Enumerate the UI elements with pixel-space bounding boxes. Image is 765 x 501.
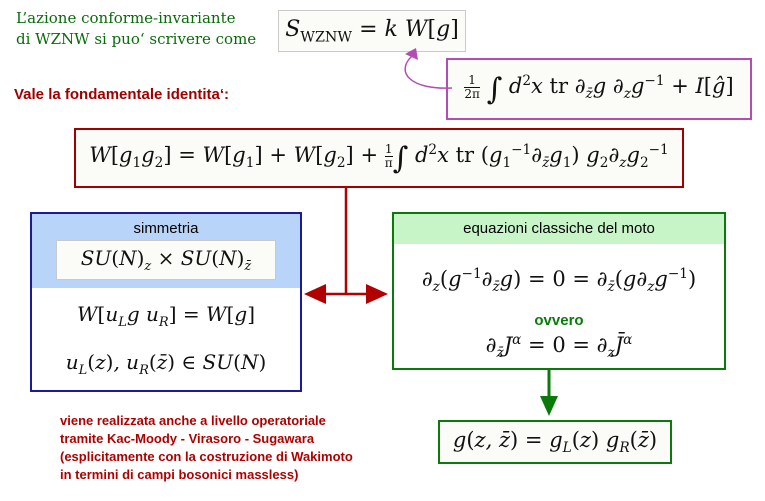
equations-box: equazioni classiche del moto ∂z(g−1∂z̄g)…	[392, 212, 726, 370]
red-arrow-head-right	[366, 284, 388, 304]
note-line-3: (esplicitamente con la costruzione di Wa…	[60, 449, 353, 464]
action-formula: SWZNW = k W[g]	[285, 16, 459, 46]
equations-or-label: ovvero	[534, 312, 584, 329]
identity-heading: Vale la fondamentale identita‘:	[14, 86, 230, 103]
note-line-1: viene realizzata anche a livello operato…	[60, 413, 326, 428]
symmetry-box: simmetria SU(N)z × SU(N)z̄ W[uLg uR] = W…	[30, 212, 302, 392]
factorized-solution-box: g(z, z̄) = gL(z) gR(z̄)	[438, 420, 672, 464]
note-line-4: in termini di campi bosonici massless)	[60, 467, 299, 482]
equations-title: equazioni classiche del moto	[463, 220, 655, 237]
equations-header	[394, 214, 724, 244]
equation-of-motion-1: ∂z(g−1∂z̄g) = 0 = ∂z̄(g∂zg−1)	[421, 266, 697, 296]
action-formula-box: SWZNW = k W[g]	[278, 10, 466, 52]
equation-of-motion-2: ∂z̄Jα = 0 = ∂zJ̄α	[485, 332, 633, 362]
intro-line-1: L’azione conforme-invariante	[16, 9, 236, 27]
symmetry-invariance-formula: W[uLg uR] = W[g]	[76, 302, 256, 330]
operator-note: viene realizzata anche a livello operato…	[60, 412, 420, 484]
factorized-solution-formula: g(z, z̄) = gL(z) gR(z̄)	[452, 427, 658, 457]
note-line-2: tramite Kac-Moody - Virasoro - Sugawara	[60, 431, 315, 446]
intro-line-2: di WZNW si puo‘ scrivere come	[16, 30, 257, 48]
symmetry-title: simmetria	[133, 220, 199, 237]
symmetry-group-formula: SU(N)z × SU(N)z̄	[56, 240, 276, 280]
purple-arrow-head	[405, 48, 418, 60]
purple-curved-arrow	[404, 55, 453, 89]
green-arrow-head	[540, 396, 558, 416]
red-arrow-head-left	[304, 284, 326, 304]
symmetry-maps-formula: uL(z), uR(z̄) ∈ SU(N)	[65, 350, 267, 378]
intro-text: L’azione conforme-invariante di WZNW si …	[16, 8, 276, 50]
